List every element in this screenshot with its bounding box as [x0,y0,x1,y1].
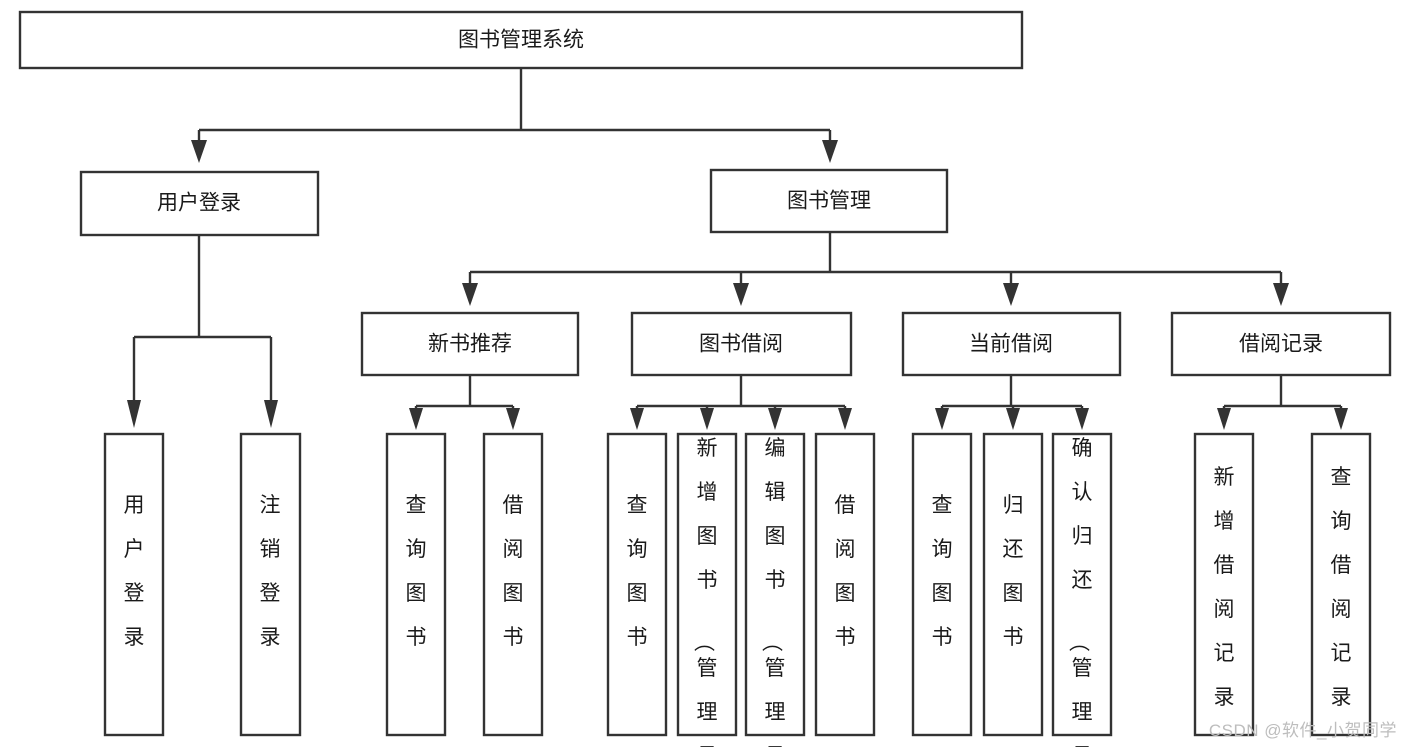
node-leaf-3-label: 查询图书 [406,494,427,649]
node-records-label: 借阅记录 [1239,333,1323,356]
node-leaf-1[interactable]: 用户登录 [103,432,165,737]
node-leaf-2[interactable]: 注销登录 [239,432,302,737]
node-leaf-1-label: 用户登录 [124,494,145,649]
node-login-label: 用户登录 [157,192,241,215]
connector-group-borrow [630,375,852,430]
node-leaf-13-box[interactable] [1310,432,1372,737]
node-leaf-7-label: 编辑图书（管理员） [760,437,786,747]
arrow-head-leaf-9 [935,408,949,430]
arrow-head-borrow [733,283,749,306]
node-leaf-1-box[interactable] [103,432,165,737]
node-leaf-8-box[interactable] [814,432,876,737]
arrow-head-current [1003,283,1019,306]
arrow-head-newbook [462,283,478,306]
node-leaf-3[interactable]: 查询图书 [385,432,447,737]
arrow-head-bookmgmt [822,140,838,163]
node-leaf-2-label: 注销登录 [260,494,281,649]
node-leaf-11[interactable]: 确认归还（管理员） [1051,432,1113,747]
node-borrow-label: 图书借阅 [699,333,783,356]
connector-group-records [1217,375,1348,430]
node-borrow[interactable]: 图书借阅 [630,311,853,377]
node-bookmgmt[interactable]: 图书管理 [709,168,949,234]
arrow-head-leaf-11 [1075,408,1089,430]
node-leaf-12[interactable]: 新增借阅记录 [1193,432,1255,737]
arrow-head-leaf-4 [506,408,520,430]
node-leaf-6-box[interactable] [676,432,738,737]
node-leaf-13-label: 查询借阅记录 [1331,466,1352,709]
arrow-head-leaf-12 [1217,408,1231,430]
node-leaf-12-box[interactable] [1193,432,1255,737]
connector-group-bookmgmt [462,232,1289,306]
node-leaf-9-label: 查询图书 [932,494,953,649]
node-leaf-10-label: 归还图书 [1003,494,1024,649]
arrow-head-leaf-1 [127,400,141,428]
node-root-label: 图书管理系统 [458,29,584,52]
node-leaf-5[interactable]: 查询图书 [606,432,668,737]
node-leaf-11-label: 确认归还（管理员） [1067,437,1093,747]
node-bookmgmt-box[interactable] [709,168,949,234]
node-leaf-4[interactable]: 借阅图书 [482,432,544,737]
connector-group-login [127,235,278,428]
connector-group-root [191,68,838,163]
node-leaf-6[interactable]: 新增图书（管理员） [676,432,738,747]
arrow-head-leaf-3 [409,408,423,430]
arrow-head-leaf-2 [264,400,278,428]
arrow-head-leaf-7 [768,408,782,430]
node-current-box[interactable] [901,311,1122,377]
node-leaf-9[interactable]: 查询图书 [911,432,973,737]
node-leaf-11-box[interactable] [1051,432,1113,737]
node-leaf-10-box[interactable] [982,432,1044,737]
node-leaf-5-label: 查询图书 [627,494,648,649]
node-leaf-7-box[interactable] [744,432,806,737]
node-current[interactable]: 当前借阅 [901,311,1122,377]
node-borrow-box[interactable] [630,311,853,377]
arrow-head-leaf-13 [1334,408,1348,430]
node-bookmgmt-label: 图书管理 [787,190,871,213]
node-leaf-8-label: 借阅图书 [835,494,856,649]
node-records-box[interactable] [1170,311,1392,377]
node-newbook-label: 新书推荐 [428,333,512,356]
node-leaf-4-label: 借阅图书 [503,494,524,649]
arrow-head-leaf-6 [700,408,714,430]
node-root-box[interactable] [18,10,1024,70]
node-newbook[interactable]: 新书推荐 [360,311,580,377]
node-leaf-10[interactable]: 归还图书 [982,432,1044,737]
node-leaf-4-box[interactable] [482,432,544,737]
node-newbook-box[interactable] [360,311,580,377]
node-current-label: 当前借阅 [969,333,1053,356]
connector-group-current [935,375,1089,430]
node-leaf-12-label: 新增借阅记录 [1214,466,1235,709]
arrow-head-login [191,140,207,163]
node-records[interactable]: 借阅记录 [1170,311,1392,377]
node-login-box[interactable] [79,170,320,237]
node-leaf-13[interactable]: 查询借阅记录 [1310,432,1372,737]
node-leaf-6-label: 新增图书（管理员） [692,437,718,747]
node-root[interactable]: 图书管理系统 [18,10,1024,70]
node-login[interactable]: 用户登录 [79,170,320,237]
arrow-head-records [1273,283,1289,306]
arrow-head-leaf-5 [630,408,644,430]
node-leaf-7[interactable]: 编辑图书（管理员） [744,432,806,747]
arrow-head-leaf-8 [838,408,852,430]
arrow-head-leaf-10 [1006,408,1020,430]
connector-group-newbook [409,375,520,430]
node-leaf-2-box[interactable] [239,432,302,737]
node-leaf-9-box[interactable] [911,432,973,737]
node-leaf-8[interactable]: 借阅图书 [814,432,876,737]
node-leaf-5-box[interactable] [606,432,668,737]
node-leaf-3-box[interactable] [385,432,447,737]
